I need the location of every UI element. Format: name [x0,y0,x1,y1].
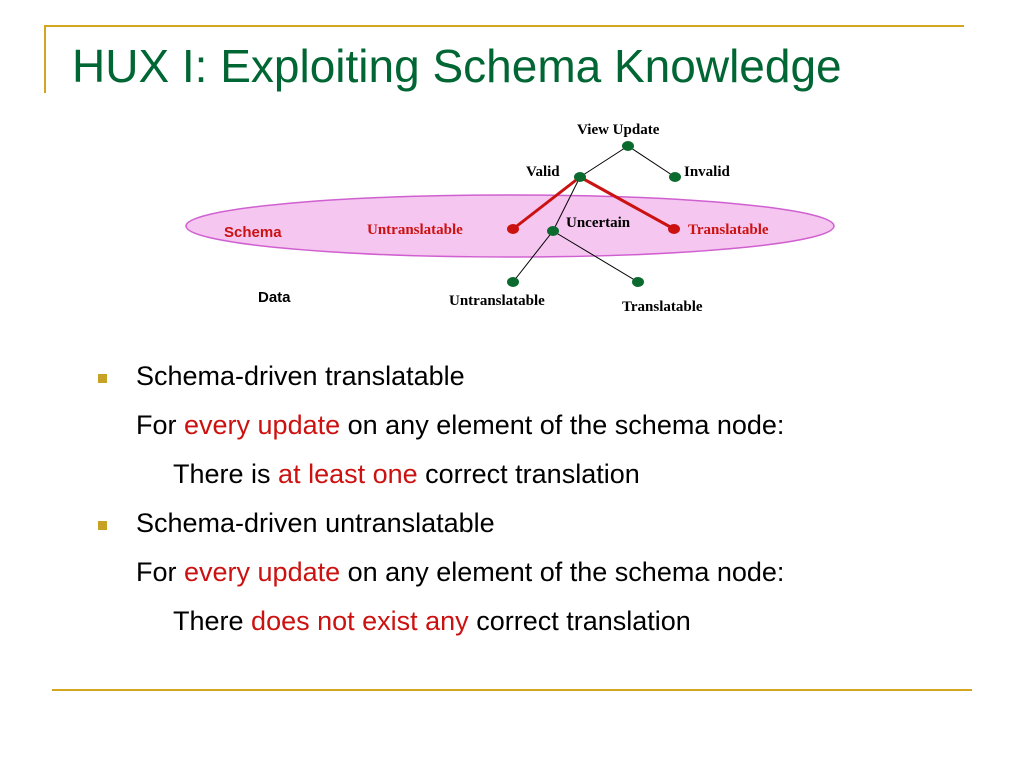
node-data-translatable [632,277,644,287]
bullet-subline: There does not exist any correct transla… [173,606,691,637]
bullet-line: For every update on any element of the s… [136,557,784,588]
text-segment: There is [173,459,279,489]
edge-valid-untranslatable-red [512,175,581,231]
highlight-text: does not exist any [251,606,469,636]
highlight-text: every update [184,557,341,587]
bullet-marker [98,374,107,383]
text-segment: correct translation [468,606,691,636]
text-segment: on any element of the schema node: [340,557,785,587]
frame-top-rule [46,25,964,27]
edge-root-valid [579,145,629,178]
node-invalid [669,172,681,182]
label-schema: Schema [224,224,282,241]
edge-root-invalid [627,145,676,178]
label-invalid: Invalid [684,164,731,180]
text-segment: correct translation [417,459,640,489]
label-schema-untranslatable: Untranslatable [367,222,463,238]
label-schema-translatable: Translatable [688,222,769,238]
edge-uncertain-data-translatable [552,230,639,283]
edge-valid-uncertain [552,176,581,232]
node-schema-untranslatable [507,224,519,234]
text-segment: on any element of the schema node: [340,410,785,440]
edge-valid-translatable-red [579,175,675,231]
frame-bottom-rule [52,689,972,691]
slide-title: HUX I: Exploiting Schema Knowledge [72,40,842,92]
decision-tree-diagram: View Update Valid Invalid Schema Untrans… [185,122,835,315]
label-data: Data [258,289,291,306]
bullet-heading: Schema-driven untranslatable [136,508,495,538]
node-data-untranslatable [507,277,519,287]
text-segment: There [173,606,252,636]
label-data-untranslatable: Untranslatable [449,293,545,309]
label-uncertain: Uncertain [566,215,631,231]
node-schema-translatable [668,224,680,234]
edge-uncertain-data-untranslatable [512,230,554,283]
label-valid: Valid [526,164,560,180]
bullet-line: For every update on any element of the s… [136,410,784,441]
text-segment: For [136,410,185,440]
bullet-heading: Schema-driven translatable [136,361,465,391]
node-valid [574,172,586,182]
label-data-translatable: Translatable [622,299,703,315]
node-view-update [622,141,634,151]
bullet-subline: There is at least one correct translatio… [173,459,640,490]
node-uncertain [547,226,559,236]
highlight-text: every update [184,410,341,440]
label-view-update: View Update [577,122,660,138]
bullet-marker [98,521,107,530]
text-segment: For [136,557,185,587]
frame-left-rule [44,25,46,93]
highlight-text: at least one [278,459,418,489]
